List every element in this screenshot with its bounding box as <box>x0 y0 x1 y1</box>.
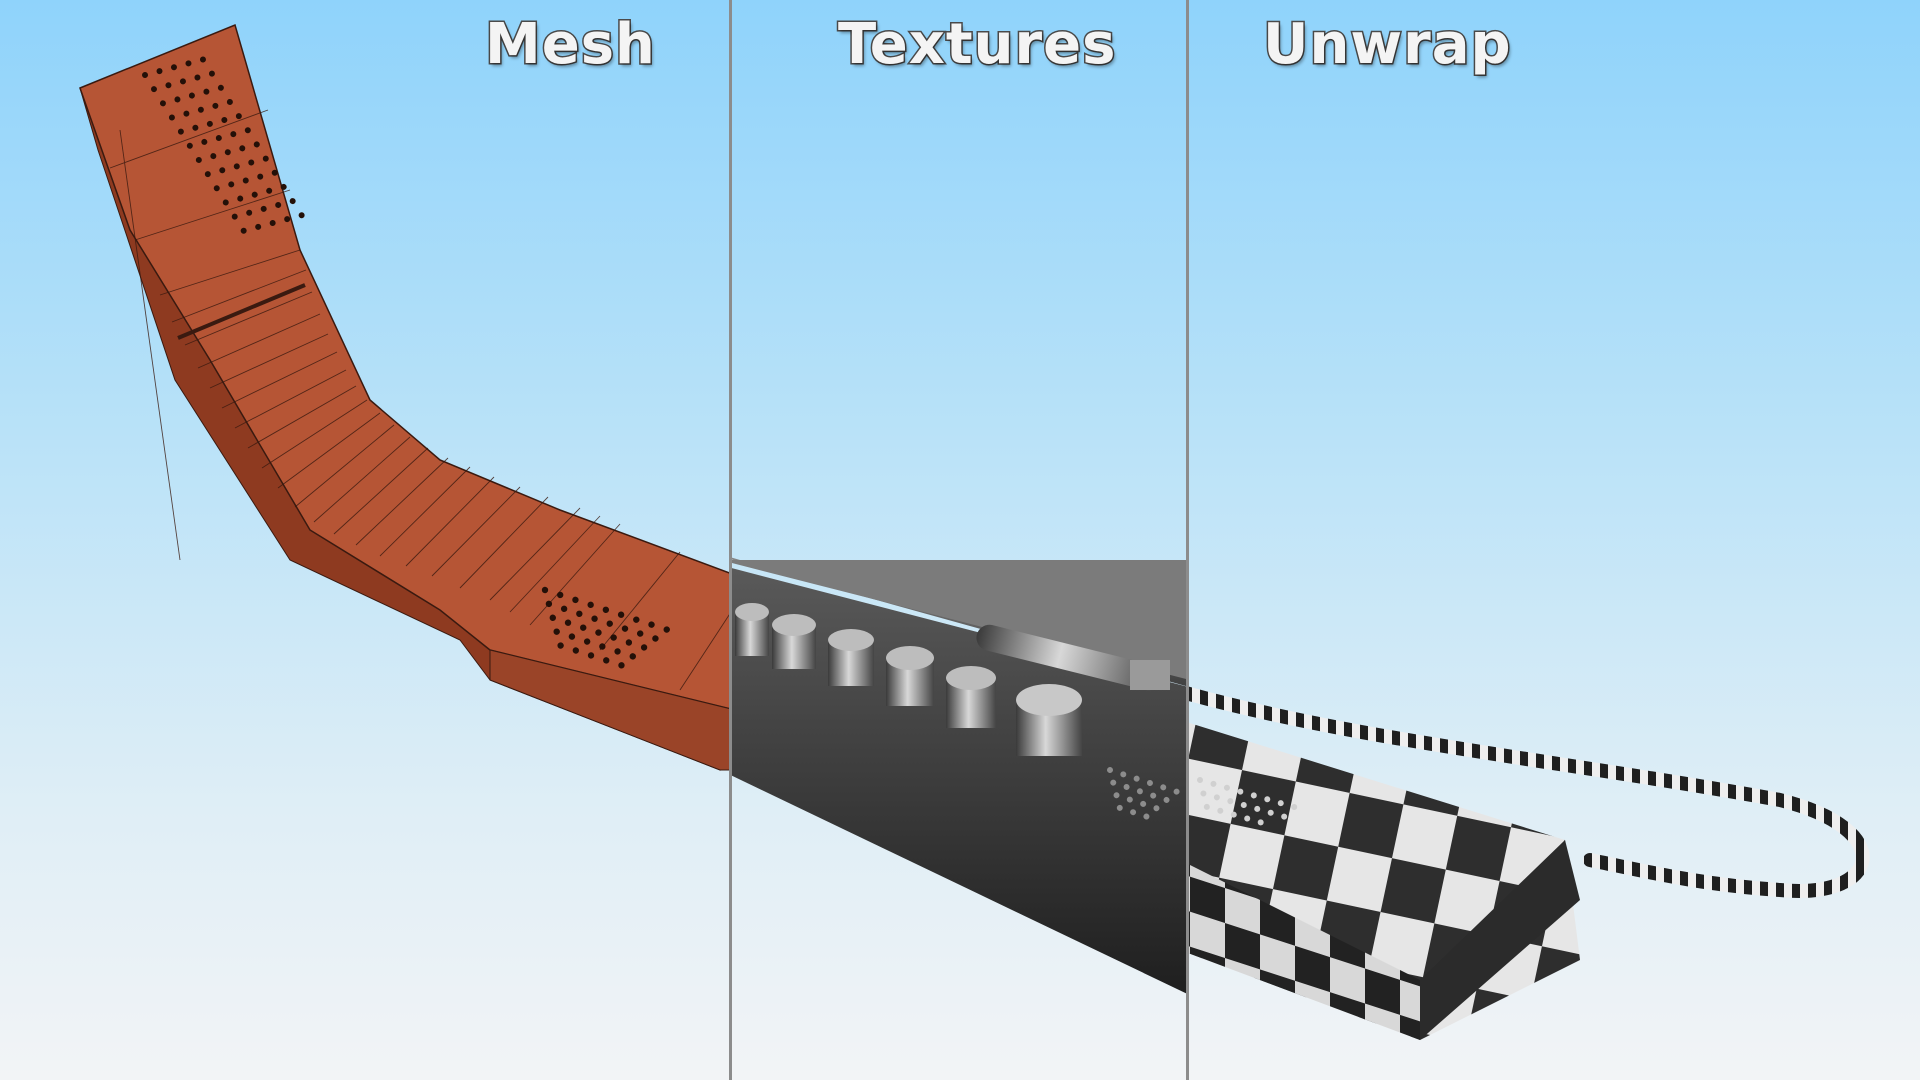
unwrap-model <box>1188 686 1870 1040</box>
control-knobs <box>735 603 1082 756</box>
textured-model <box>731 557 1188 995</box>
panel-label-mesh: Mesh <box>484 11 657 79</box>
panel-divider-right <box>1186 0 1189 1080</box>
shower-hose <box>1188 686 1870 898</box>
panel-label-unwrap: Unwrap <box>1262 11 1513 79</box>
mesh-slot <box>177 283 306 340</box>
panel-label-textures: Textures <box>836 11 1117 79</box>
nozzle-holes <box>142 56 670 669</box>
mesh-model <box>79 23 731 771</box>
panel-divider-left <box>729 0 732 1080</box>
hand-shower <box>976 624 1170 691</box>
